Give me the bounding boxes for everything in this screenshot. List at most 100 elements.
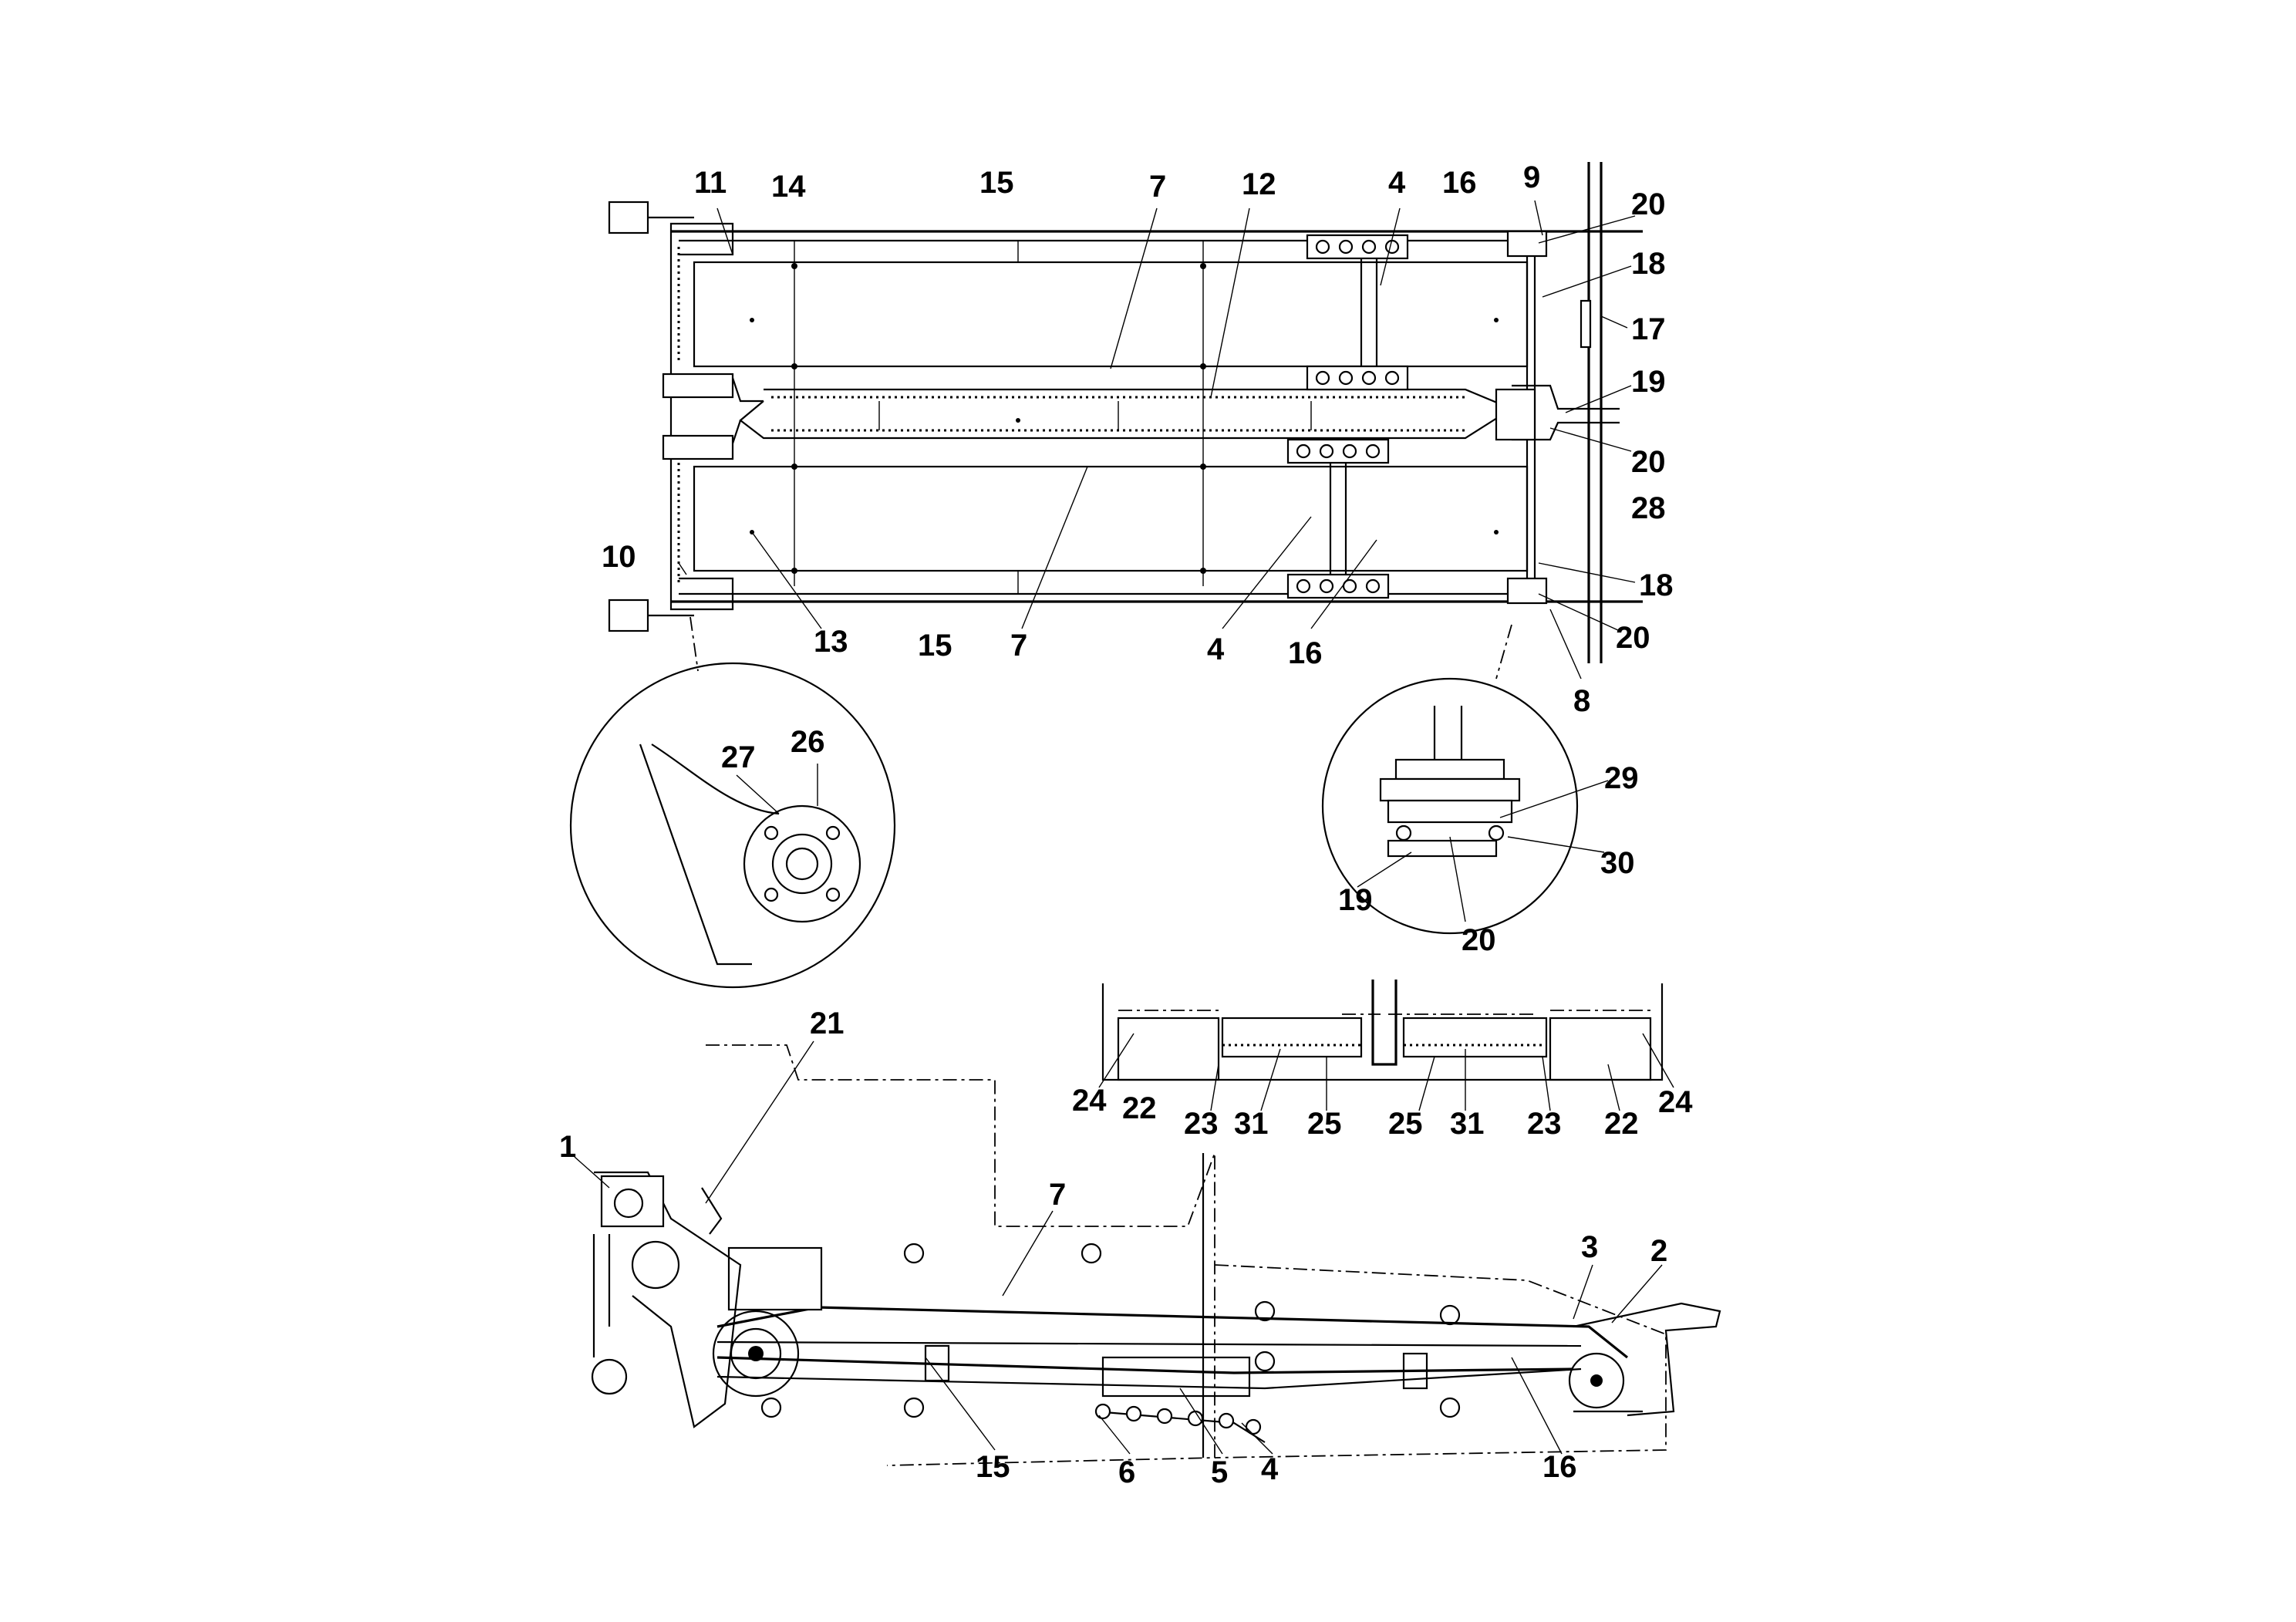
section-block-22-left [1117, 1017, 1220, 1081]
detail-right [1321, 677, 1609, 935]
callout-4c: 4 [1261, 1452, 1279, 1486]
callout-14: 14 [771, 170, 806, 204]
hole-dots [750, 263, 1499, 574]
callout-20a: 20 [1631, 187, 1666, 221]
callout-12: 12 [1242, 167, 1276, 201]
callout-9: 9 [1523, 160, 1540, 194]
cross-member-upper [1360, 255, 1378, 370]
callout-5: 5 [1211, 1455, 1228, 1489]
roller-rack [1101, 1356, 1251, 1398]
callout-18b: 18 [1639, 568, 1674, 602]
left-bracket-bottom [608, 599, 649, 632]
detail-right-foot [1387, 839, 1498, 858]
callout-3: 3 [1581, 1230, 1598, 1264]
callout-25a: 25 [1307, 1107, 1342, 1141]
detail-left [569, 662, 896, 989]
left-legs [592, 1234, 611, 1357]
section-outline [1101, 983, 1664, 1081]
panel-dividers [794, 241, 1204, 594]
callout-19b: 19 [1338, 883, 1373, 917]
conveyor-top [716, 1306, 1628, 1359]
side-view [574, 1040, 1721, 1466]
callout-22a: 22 [1122, 1091, 1157, 1125]
side-view-leaders [574, 1040, 1663, 1455]
callout-16c: 16 [1542, 1450, 1577, 1484]
callout-29: 29 [1604, 761, 1639, 795]
roller-chain [1094, 1410, 1266, 1443]
detail-left-bore [785, 847, 819, 881]
callout-7b: 7 [1010, 629, 1027, 663]
section-dashes [1118, 1010, 1650, 1015]
fork-plate-top [662, 373, 734, 399]
left-wheel [591, 1358, 628, 1395]
callout-21: 21 [810, 1007, 845, 1040]
detail-right-circle [1321, 677, 1579, 935]
lower-panel [693, 465, 1529, 572]
callout-18a: 18 [1631, 247, 1666, 281]
detail-left-curve [651, 744, 780, 815]
callout-10: 10 [602, 540, 636, 574]
detail-left-leaders [736, 764, 818, 814]
upper-panel [693, 261, 1529, 368]
callout-20b: 20 [1631, 445, 1666, 479]
roller-groups [1286, 234, 1409, 599]
callout-numbers: 11 14 15 7 12 4 16 9 20 18 17 19 20 28 1… [559, 160, 1693, 1489]
callout-28: 28 [1631, 491, 1666, 525]
callout-15: 15 [979, 166, 1014, 200]
section-view [1098, 980, 1674, 1111]
conveyor-frame-lower [716, 1367, 1582, 1390]
left-bracket-top [608, 201, 649, 234]
callout-13: 13 [814, 625, 848, 659]
callout-24a: 24 [1072, 1084, 1107, 1118]
bracket-2 [1402, 1352, 1428, 1390]
callout-15c: 15 [976, 1450, 1010, 1484]
corner-plate-top [669, 222, 734, 256]
detail-right-shaft [1433, 706, 1463, 760]
side-frame [1587, 162, 1603, 663]
callout-16b: 16 [1288, 636, 1323, 670]
detail-left-flange [743, 804, 861, 923]
detail-right-plate-top [1394, 758, 1505, 781]
section-block-22-right [1549, 1017, 1652, 1081]
top-view [608, 162, 1643, 679]
bracket-links [648, 216, 694, 617]
callout-23a: 23 [1184, 1107, 1219, 1141]
section-leaders [1098, 1033, 1674, 1111]
callout-31a: 31 [1234, 1107, 1269, 1141]
detail-left-hub [771, 833, 833, 895]
callout-26: 26 [791, 725, 825, 759]
callout-27: 27 [721, 740, 756, 774]
detail-right-leaders [1357, 780, 1609, 922]
conveyor-belt-lower [716, 1356, 1574, 1374]
tail-pulley [1568, 1352, 1625, 1409]
detail-right-housing [1379, 777, 1521, 802]
tail-frame [1573, 1302, 1721, 1417]
detail-left-circle [569, 662, 896, 989]
callout-23b: 23 [1527, 1107, 1562, 1141]
callout-19: 19 [1631, 365, 1666, 399]
callout-4: 4 [1388, 166, 1406, 200]
detail-left-plate [639, 744, 752, 966]
top-view-leaders [678, 200, 1636, 679]
section-block-left-belt [1221, 1017, 1363, 1058]
callout-8: 8 [1573, 684, 1590, 718]
right-mount-top [1506, 230, 1548, 258]
motor-block [600, 1175, 665, 1228]
callout-4b: 4 [1207, 632, 1225, 666]
center-beam-segments [878, 401, 1312, 430]
detail-right-base [1387, 799, 1513, 824]
callout-15b: 15 [918, 629, 952, 663]
callout-30: 30 [1600, 846, 1635, 880]
envelope-right [1214, 1264, 1667, 1458]
callout-20d: 20 [1462, 923, 1496, 957]
callout-7: 7 [1149, 170, 1166, 204]
bracket-1 [924, 1344, 950, 1382]
left-hook [701, 1187, 723, 1235]
side-frame-clip [1580, 299, 1592, 349]
section-center-web [1371, 980, 1397, 1066]
callout-16: 16 [1442, 166, 1477, 200]
section-block-right-belt [1402, 1017, 1548, 1058]
callout-20c: 20 [1616, 621, 1650, 655]
